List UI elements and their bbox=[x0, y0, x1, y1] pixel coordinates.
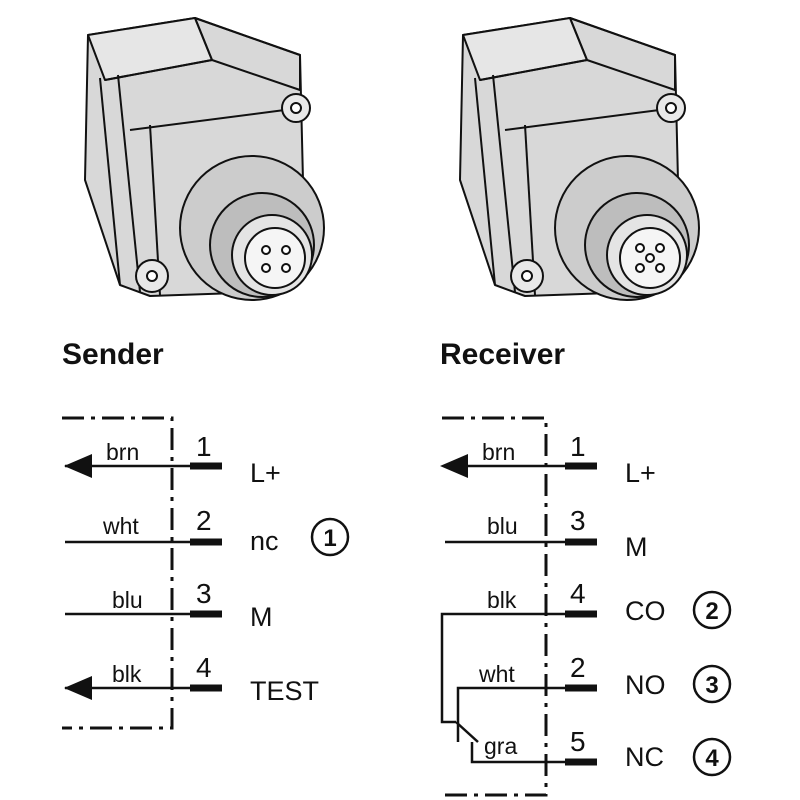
receiver-note-marker: 4 bbox=[692, 737, 732, 777]
receiver-pin-number: 2 bbox=[570, 652, 586, 683]
sender-pin-number: 2 bbox=[196, 505, 212, 536]
sender-signal-label: nc bbox=[250, 526, 279, 556]
receiver-schematic bbox=[440, 416, 597, 797]
receiver-title: Receiver bbox=[440, 338, 565, 371]
receiver-wire-label: blk bbox=[487, 587, 517, 613]
receiver-pin-number: 3 bbox=[570, 505, 586, 536]
receiver-note-marker: 3 bbox=[692, 664, 732, 704]
sender-device-illustration bbox=[84, 17, 325, 301]
receiver-wire-label: wht bbox=[478, 661, 515, 687]
receiver-wire-label: brn bbox=[482, 439, 515, 465]
sender-title: Sender bbox=[62, 338, 164, 371]
receiver-note-number: 3 bbox=[705, 672, 718, 699]
sender-arrow-4 bbox=[64, 676, 92, 700]
sender-pin-number: 1 bbox=[196, 431, 212, 462]
sender-wire-label: blk bbox=[112, 661, 142, 687]
sender-wire-label: brn bbox=[106, 439, 139, 465]
receiver-signal-label: NC bbox=[625, 742, 664, 772]
sender-note-number: 1 bbox=[323, 525, 336, 552]
receiver-signal-label: CO bbox=[625, 596, 666, 626]
sender-wire-label: blu bbox=[112, 587, 143, 613]
receiver-signal-label: NO bbox=[625, 670, 666, 700]
receiver-pin-number: 4 bbox=[570, 578, 586, 609]
receiver-pin-number: 5 bbox=[570, 726, 586, 757]
sender-pin-number: 3 bbox=[196, 578, 212, 609]
sender-arrow-1 bbox=[64, 454, 92, 478]
sender-signal-label: TEST bbox=[250, 676, 319, 706]
receiver-note-marker: 2 bbox=[692, 590, 732, 630]
receiver-wire-label: gra bbox=[484, 733, 517, 759]
sender-note-marker: 1 bbox=[310, 517, 350, 557]
receiver-signal-label: M bbox=[625, 532, 648, 562]
receiver-arrow-1 bbox=[440, 454, 468, 478]
receiver-device-illustration bbox=[459, 17, 700, 301]
receiver-note-number: 2 bbox=[705, 598, 718, 625]
receiver-signal-label: L+ bbox=[625, 458, 656, 488]
receiver-pin-number: 1 bbox=[570, 431, 586, 462]
sender-wire-label: wht bbox=[102, 513, 139, 539]
receiver-wire-label: blu bbox=[487, 513, 518, 539]
sender-signal-label: L+ bbox=[250, 458, 281, 488]
sender-signal-label: M bbox=[250, 602, 273, 632]
sender-pin-number: 4 bbox=[196, 652, 212, 683]
receiver-note-number: 4 bbox=[705, 745, 719, 772]
